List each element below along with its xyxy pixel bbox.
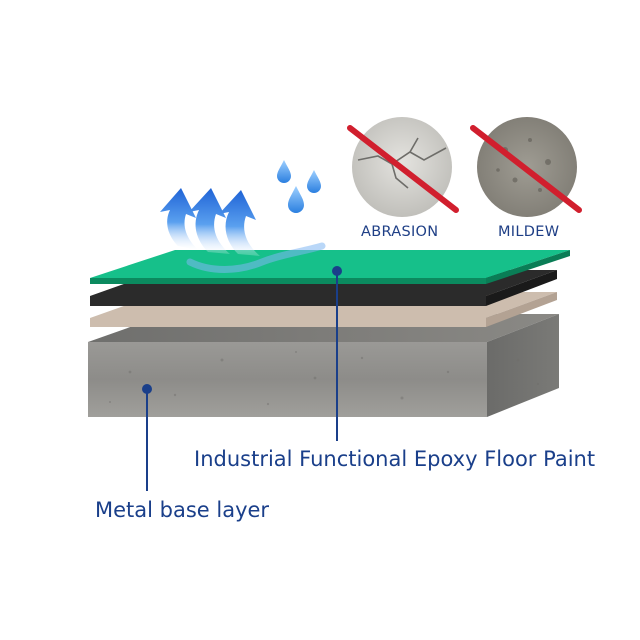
concrete-texture	[109, 351, 540, 406]
prohibit-slash	[470, 125, 582, 213]
base-block-side	[487, 314, 559, 417]
abrasion-badge	[347, 117, 459, 217]
epoxy-layer-side	[486, 250, 570, 284]
epoxy-layer-edge	[90, 278, 486, 284]
mildew-badge	[470, 117, 582, 217]
prohibit-slash	[347, 125, 459, 213]
epoxy-callout	[332, 266, 342, 441]
breathable-arrows-icon	[160, 188, 326, 273]
base-block	[88, 314, 559, 417]
water-drops-icon	[277, 160, 321, 213]
metal-base-label: Metal base layer	[95, 498, 270, 522]
epoxy-paint-label: Industrial Functional Epoxy Floor Paint	[194, 447, 596, 471]
abrasion-label: ABRASION	[361, 224, 439, 240]
black-layer-side	[486, 270, 557, 306]
mildew-label: MILDEW	[498, 224, 560, 240]
epoxy-layer-top	[90, 250, 570, 278]
primer-layer-side	[486, 292, 557, 327]
base-block-front	[88, 342, 487, 417]
base-callout	[142, 384, 152, 491]
crack-lines	[357, 137, 447, 189]
